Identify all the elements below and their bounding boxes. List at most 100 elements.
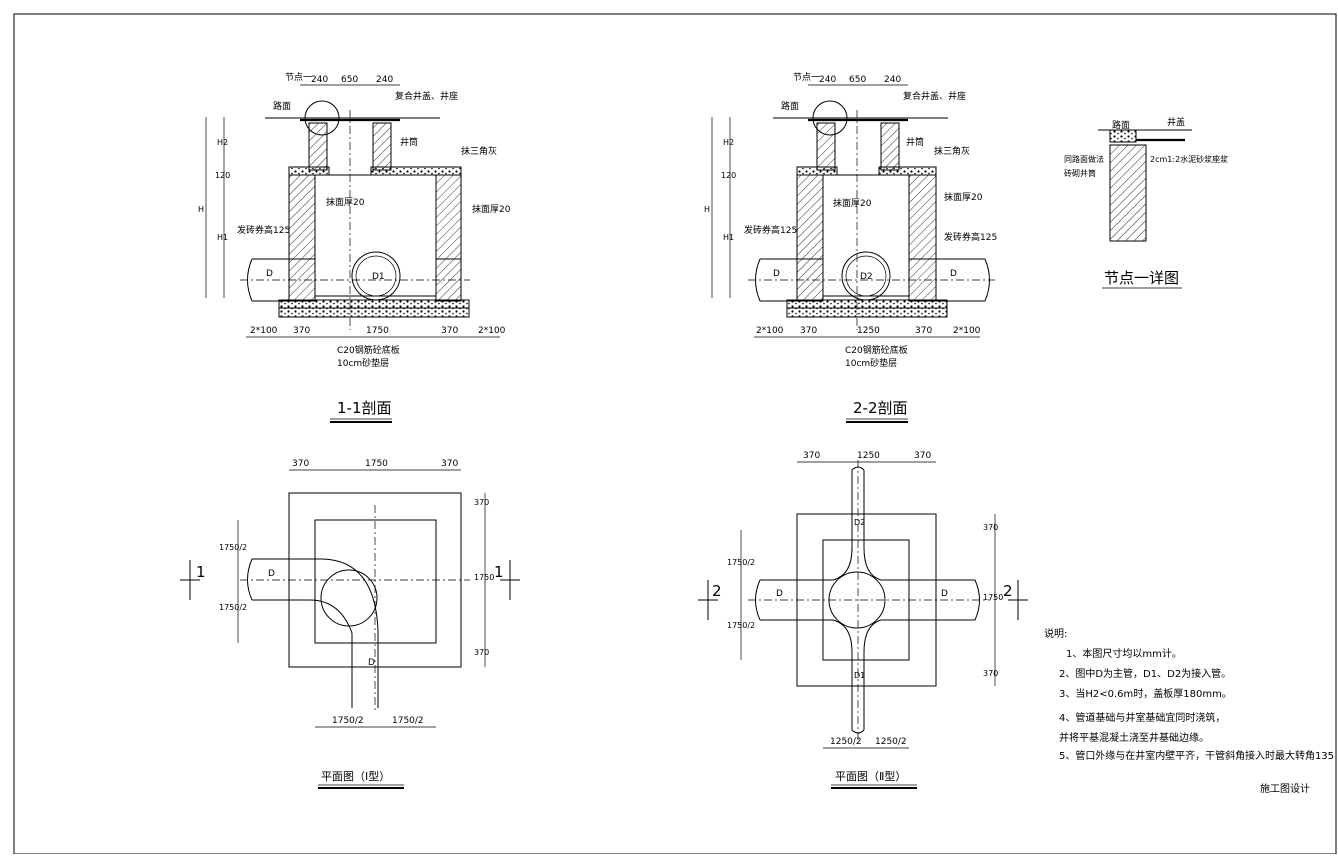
s2-gravel-left [796, 166, 838, 176]
plan2-section-mark-left [698, 580, 718, 620]
plan2-D1-label: D1 [854, 671, 865, 680]
s2-plaster-label-left: 抹面厚20 [833, 197, 872, 209]
plan2-right-dim-1: 370 [983, 523, 998, 532]
plan2-mark-left: 2 [712, 582, 722, 600]
detail-title: 节点一详图 [1104, 269, 1179, 287]
plan2-title: 平面图（Ⅱ型） [835, 769, 906, 783]
chamber-wall-left [288, 174, 316, 302]
H-label: H [198, 205, 204, 214]
section1-title: 1-1剖面 [337, 399, 392, 417]
notes-heading: 说明: [1044, 627, 1067, 640]
sand-bed [278, 307, 470, 318]
note-2: 2、图中D为主管，D1、D2为接入管。 [1059, 667, 1231, 680]
s2-inlet-circle [841, 251, 891, 301]
plan1-right-dim-2: 1750 [474, 573, 494, 582]
plan2-D2-label: D2 [854, 518, 865, 527]
detail-brick-shaft-label: 砖砌井筒 [1064, 168, 1096, 178]
s2-sand-bed-label: 10cm砂垫层 [845, 357, 897, 369]
s2-cover-label: 复合井盖、井座 [903, 90, 966, 102]
s2-top-dim-3: 240 [884, 75, 901, 85]
stamp-text: 施工图设计 [1260, 782, 1310, 795]
s2-sand-bed [786, 307, 948, 318]
brick-arch-label: 发砖券高125 [237, 224, 290, 236]
plan1-left-dim-1: 1750/2 [219, 543, 247, 552]
node1-circle [304, 100, 340, 136]
plan2-top-dim-3: 370 [914, 451, 931, 461]
s2-shaft-wall-left [816, 122, 836, 171]
plaster-label-right: 抹面厚20 [472, 203, 511, 215]
plan2-bottom-dim-2: 1250/2 [875, 737, 907, 747]
s2-shaft-wall-right [880, 122, 900, 171]
node1-detail: 路面 井盖 同路面做法 2cm1:2水泥砂浆座浆 砖砌井筒 节点一详图 [1064, 116, 1228, 289]
plan1-D-v: D [368, 658, 375, 668]
s2-chamber-wall-right [908, 174, 937, 302]
detail-road-surface [1109, 129, 1137, 143]
s2-gravel-right [878, 166, 937, 176]
bottom-dim-1: 2*100 [250, 326, 278, 336]
plan1-bottom-dim-1: 1750/2 [332, 716, 364, 726]
s2-pipe-D-left: D [773, 269, 780, 279]
s2-base-slab-label: C20钢筋砼底板 [845, 344, 908, 356]
s2-brick-arch-label-left: 发砖券高125 [744, 224, 797, 236]
s2-pipe-D2-label: D2 [860, 272, 873, 282]
s2-H-label: H [704, 205, 710, 214]
plan1-section-mark-right [500, 560, 520, 600]
s2-node1-label: 节点一 [793, 72, 820, 83]
pipe-D-label: D [266, 269, 273, 279]
plan2-bottom-dim-1: 1250/2 [830, 737, 862, 747]
plan1-left-dim-2: 1750/2 [219, 603, 247, 612]
plan1-top-dim-1: 370 [292, 459, 309, 469]
s2-bottom-dim-5: 2*100 [953, 326, 981, 336]
plan2-right-dim-3: 370 [983, 669, 998, 678]
detail-same-as-road: 同路面做法 [1064, 154, 1104, 164]
plan1-pipe-end [247, 558, 253, 601]
note-4: 4、管道基础与井室基础宜同时浇筑， [1059, 711, 1225, 724]
cover-label: 复合井盖、井座 [395, 90, 458, 102]
bottom-dim-2: 370 [293, 326, 310, 336]
s2-H2-label: H2 [723, 138, 734, 147]
s2-pipe-D-right: D [950, 269, 957, 279]
note-5: 5、管口外缘与在井室内壁平齐，干管斜角接入时最大转角135 [1059, 749, 1334, 762]
top-dim-2: 650 [341, 75, 358, 85]
plan1-inner [314, 519, 437, 644]
top-dim-1: 240 [311, 75, 328, 85]
s2-bottom-dim-2: 370 [800, 326, 817, 336]
main-pipe-left [252, 258, 315, 302]
plan1-mark-left: 1 [196, 563, 206, 581]
plaster-label-left: 抹面厚20 [326, 196, 365, 208]
section2-title: 2-2剖面 [853, 399, 908, 417]
section-1-1: 节点一 240 650 240 复合井盖、井座 路面 井筒 抹三角灰 抹面厚20… [198, 72, 511, 423]
node1-label: 节点一 [285, 72, 312, 83]
s2-bottom-dim-4: 370 [915, 326, 932, 336]
s2-chamber-wall-left [796, 174, 824, 302]
note-3: 3、当H2<0.6m时，盖板厚180mm。 [1059, 687, 1232, 700]
plan2-D-left: D [776, 589, 783, 599]
bottom-dim-5: 2*100 [478, 326, 506, 336]
top-dim-3: 240 [376, 75, 393, 85]
s2-main-pipe [760, 258, 985, 302]
shaft-gravel-left [288, 166, 330, 176]
bottom-dim-3: 1750 [366, 326, 389, 336]
plan2-D-right: D [941, 589, 948, 599]
s2-base-slab [786, 299, 948, 309]
s2-top-dim-2: 650 [849, 75, 866, 85]
s2-inlet-inner [845, 255, 887, 297]
shaft-wall-left [308, 122, 328, 171]
plan1-section-mark-left [180, 560, 200, 600]
plan2-left-dim-2: 1750/2 [727, 621, 755, 630]
sand-bed-label: 10cm砂垫层 [337, 357, 389, 369]
detail-brick-shaft [1109, 144, 1147, 242]
s2-bottom-dim-1: 2*100 [756, 326, 784, 336]
s2-dim-120: 120 [721, 171, 736, 180]
plan2-right-dim-2: 1750 [983, 593, 1003, 602]
plan2-left-dim-1: 1750/2 [727, 558, 755, 567]
plan1-right-dim-3: 370 [474, 648, 489, 657]
chamber-wall-right [435, 174, 462, 302]
plan1-inlet-circle [320, 569, 378, 627]
plan1-top-dim-3: 370 [441, 459, 458, 469]
plan1-pipe-elbow [252, 558, 379, 708]
s2-bottom-dim-3: 1250 [857, 326, 880, 336]
detail-cover-label: 井盖 [1167, 116, 1185, 128]
